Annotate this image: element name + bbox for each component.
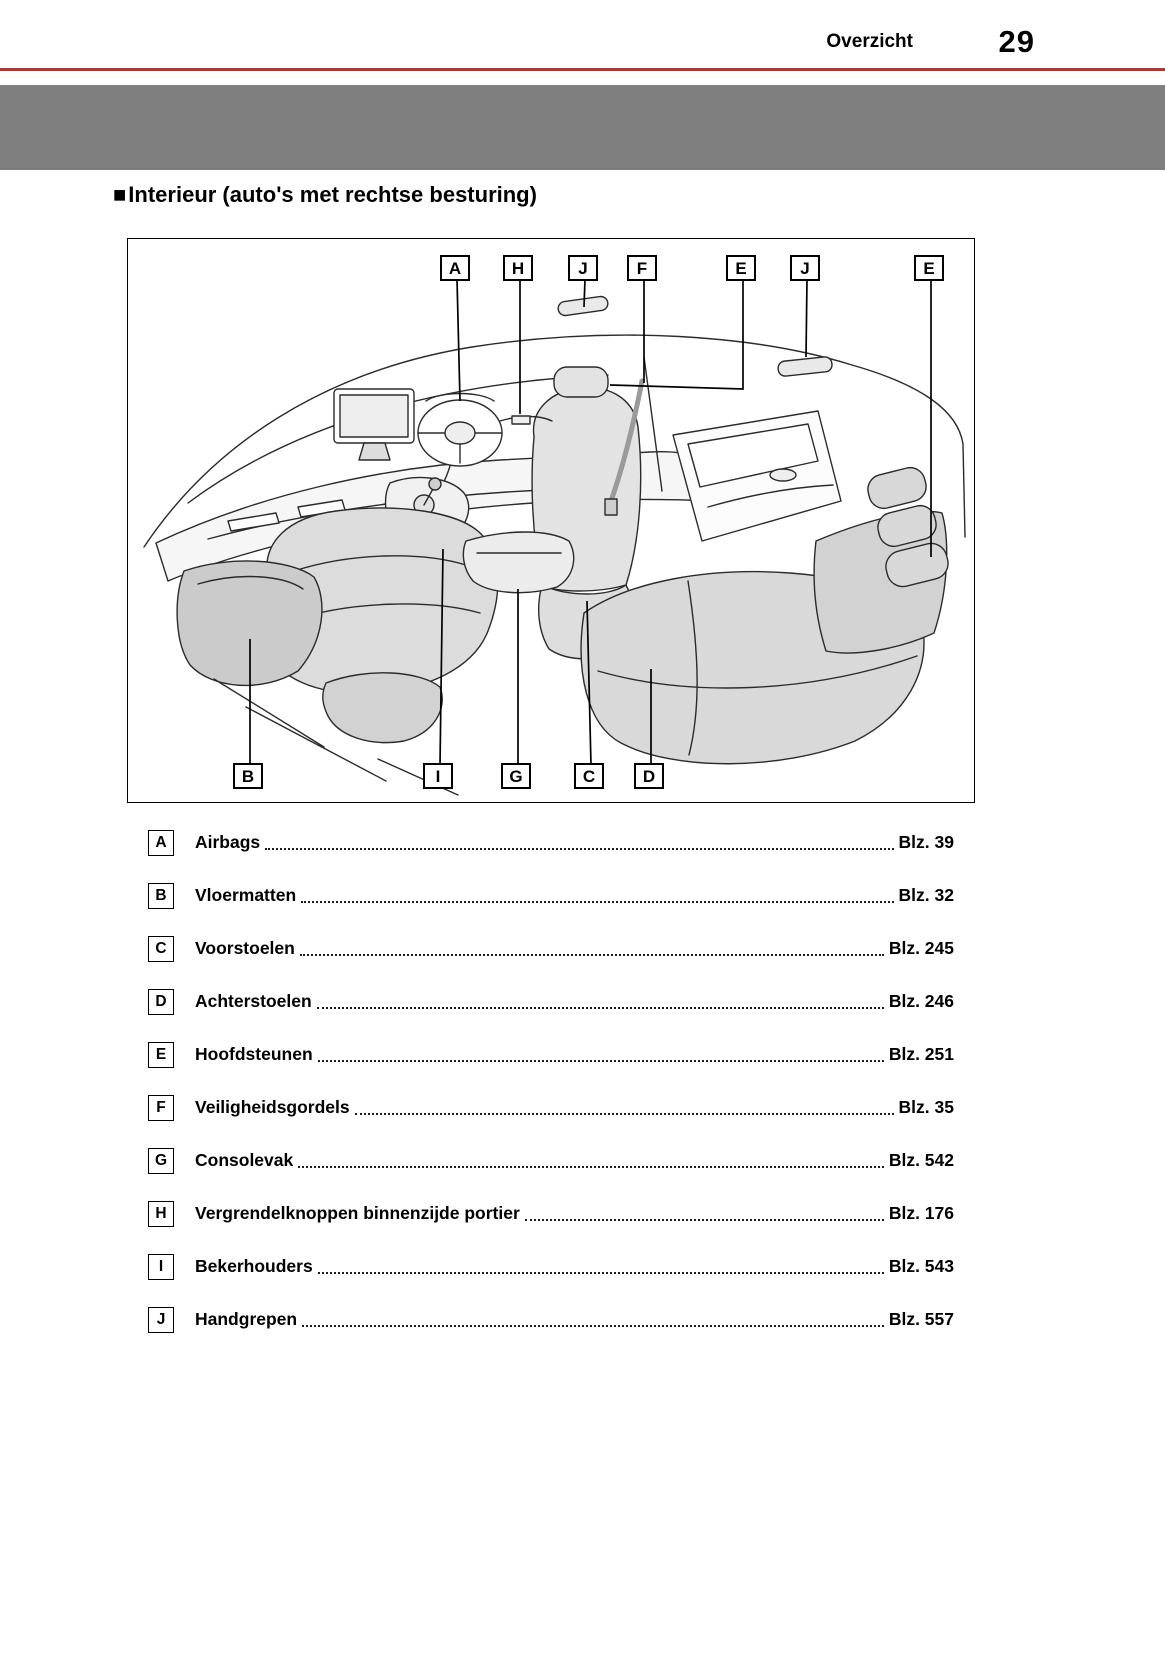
legend-label: Handgrepen — [195, 1309, 298, 1329]
legend-page-ref: Blz. 245 — [888, 938, 954, 958]
interior-figure: A H J F E J E B I G C D — [127, 238, 975, 803]
legend-item-veiligheidsgordels: F Veiligheidsgordels Blz. 35 — [148, 1094, 954, 1121]
legend-letter-box: F — [148, 1094, 174, 1121]
legend-letter-box: A — [148, 829, 174, 856]
legend-item-vergrendelknoppen: H Vergrendelknoppen binnenzijde portier … — [148, 1200, 954, 1227]
callout-label-B: B — [233, 763, 263, 789]
dotted-leader — [299, 942, 884, 956]
dotted-leader — [317, 1048, 884, 1062]
callout-label-E1: E — [726, 255, 756, 281]
callout-label-J2: J — [790, 255, 820, 281]
legend-page-ref: Blz. 246 — [888, 991, 954, 1011]
legend-item-airbags: A Airbags Blz. 39 — [148, 829, 954, 856]
interior-illustration — [143, 278, 966, 796]
callout-label-D: D — [634, 763, 664, 789]
legend-letter-box: E — [148, 1041, 174, 1068]
section-heading: ■Interieur (auto's met rechtse besturing… — [113, 182, 537, 208]
legend-label: Vergrendelknoppen binnenzijde portier — [195, 1203, 520, 1223]
legend-item-voorstoelen: C Voorstoelen Blz. 245 — [148, 935, 954, 962]
legend-page-ref: Blz. 176 — [888, 1203, 954, 1223]
dotted-leader — [302, 1313, 884, 1327]
legend-letter-box: H — [148, 1200, 174, 1227]
legend-label: Airbags — [195, 832, 261, 852]
legend-list: A Airbags Blz. 39 B Vloermatten Blz. 32 … — [148, 829, 954, 1359]
chapter-banner — [0, 85, 1165, 170]
legend-letter-box: C — [148, 935, 174, 962]
callout-label-J1: J — [568, 255, 598, 281]
legend-label: Achterstoelen — [195, 991, 312, 1011]
dotted-leader — [298, 1154, 884, 1168]
header-accent-line — [0, 68, 1165, 71]
legend-letter-box: B — [148, 882, 174, 909]
callout-label-C: C — [574, 763, 604, 789]
square-bullet-icon: ■ — [113, 182, 127, 207]
dotted-leader — [524, 1207, 884, 1221]
dotted-leader — [354, 1101, 894, 1115]
legend-letter-box: J — [148, 1306, 174, 1333]
callout-label-A: A — [440, 255, 470, 281]
legend-item-bekerhouders: I Bekerhouders Blz. 543 — [148, 1253, 954, 1280]
interior-sketch — [143, 295, 966, 796]
legend-letter-box: G — [148, 1147, 174, 1174]
callout-label-G: G — [501, 763, 531, 789]
legend-label: Bekerhouders — [195, 1256, 313, 1276]
callout-label-H: H — [503, 255, 533, 281]
callout-label-F: F — [627, 255, 657, 281]
legend-item-handgrepen: J Handgrepen Blz. 557 — [148, 1306, 954, 1333]
legend-item-achterstoelen: D Achterstoelen Blz. 246 — [148, 988, 954, 1015]
legend-label: Veiligheidsgordels — [195, 1097, 350, 1117]
legend-page-ref: Blz. 39 — [898, 832, 954, 852]
legend-page-ref: Blz. 542 — [888, 1150, 954, 1170]
legend-page-ref: Blz. 32 — [898, 885, 954, 905]
callout-leader-lines — [249, 278, 932, 766]
callout-label-E2: E — [914, 255, 944, 281]
legend-letter-box: I — [148, 1253, 174, 1280]
legend-label: Vloermatten — [195, 885, 297, 905]
legend-label: Consolevak — [195, 1150, 294, 1170]
legend-page-ref: Blz. 543 — [888, 1256, 954, 1276]
legend-page-ref: Blz. 251 — [888, 1044, 954, 1064]
legend-page-ref: Blz. 557 — [888, 1309, 954, 1329]
legend-item-vloermatten: B Vloermatten Blz. 32 — [148, 882, 954, 909]
page-number: 29 — [998, 24, 1035, 59]
legend-item-hoofdsteunen: E Hoofdsteunen Blz. 251 — [148, 1041, 954, 1068]
section-heading-text: Interieur (auto's met rechtse besturing) — [128, 182, 537, 207]
legend-item-consolevak: G Consolevak Blz. 542 — [148, 1147, 954, 1174]
callout-label-I: I — [423, 763, 453, 789]
legend-page-ref: Blz. 35 — [898, 1097, 954, 1117]
dotted-leader — [301, 889, 894, 903]
dotted-leader — [316, 995, 884, 1009]
header-section-title: Overzicht — [826, 31, 913, 52]
legend-letter-box: D — [148, 988, 174, 1015]
legend-label: Voorstoelen — [195, 938, 295, 958]
legend-label: Hoofdsteunen — [195, 1044, 313, 1064]
dotted-leader — [317, 1260, 884, 1274]
dotted-leader — [265, 836, 894, 850]
